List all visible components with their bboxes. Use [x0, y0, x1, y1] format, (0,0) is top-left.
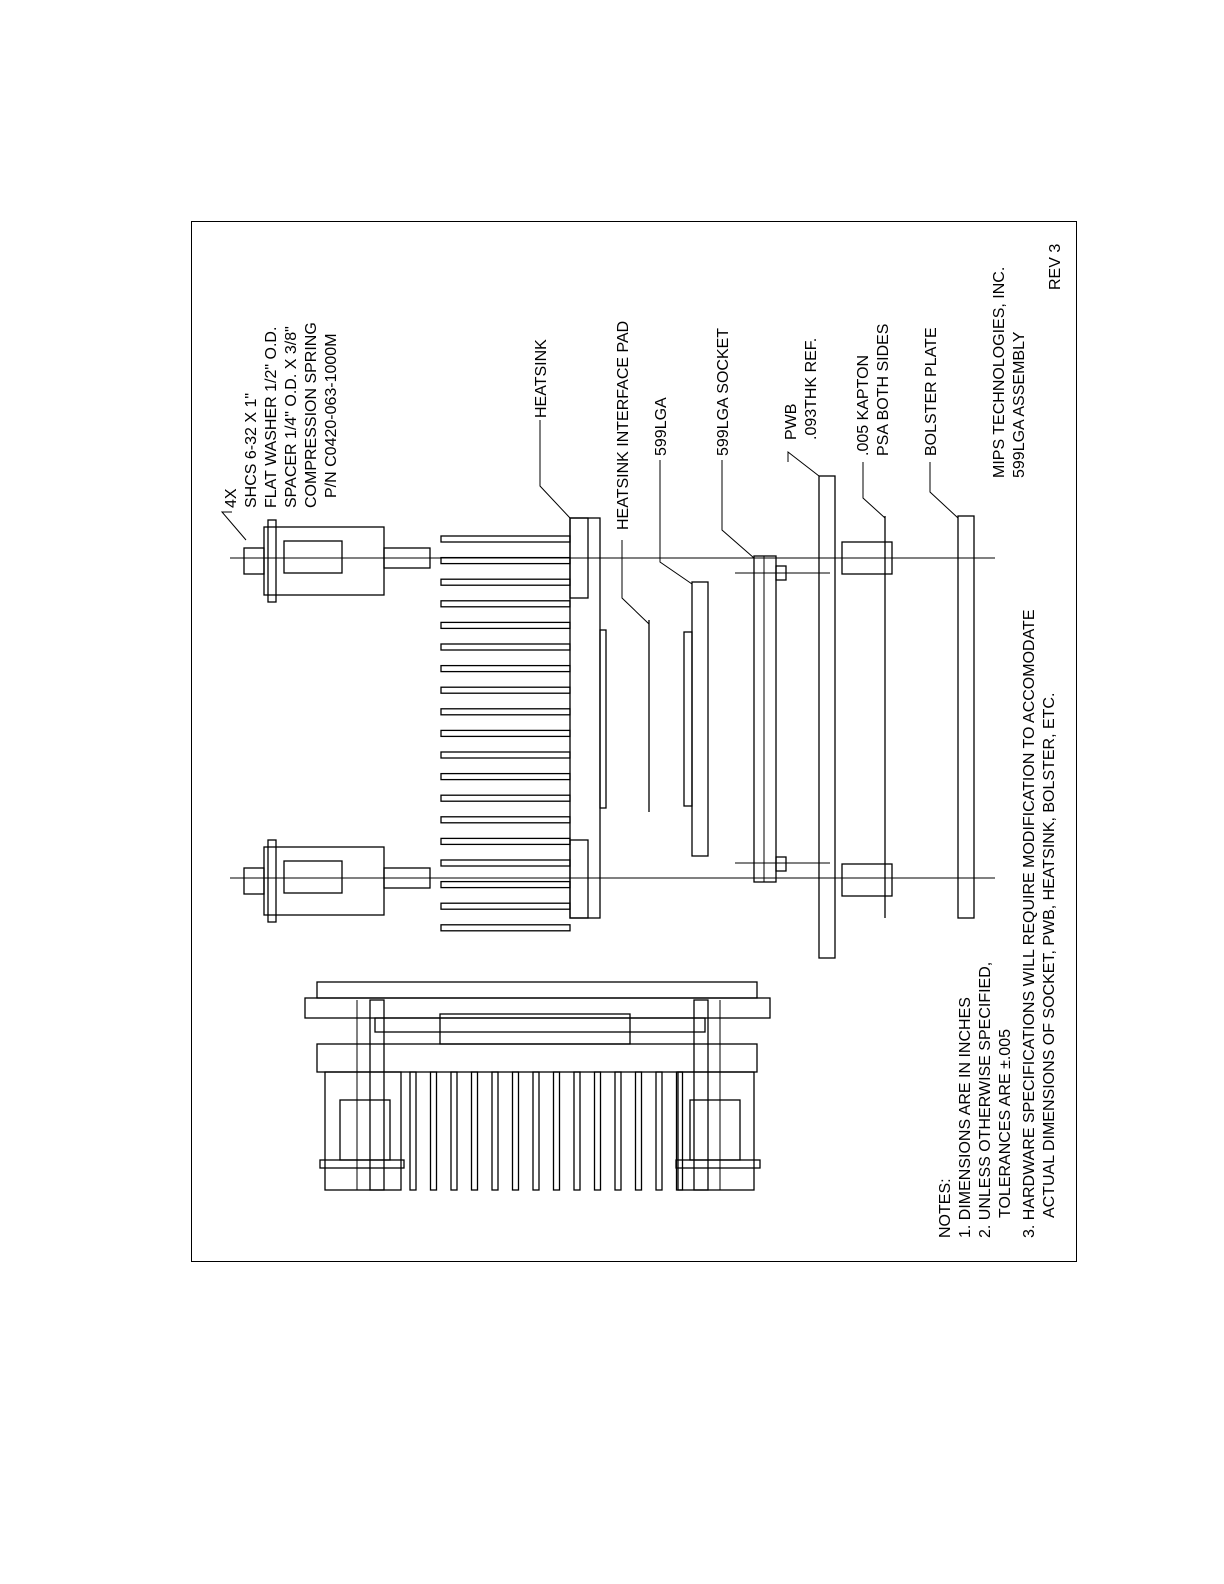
fastener-line1: SHCS 6-32 X 1"	[243, 393, 260, 508]
fastener-qty: 4X	[223, 488, 240, 508]
callout-fastener: 4X SHCS 6-32 X 1" FLAT WASHER 1/2" O.D. …	[223, 322, 340, 508]
assembled-heatsink-fin	[634, 1071, 643, 1191]
heatsink-fin	[440, 880, 571, 889]
notes-heading: NOTES:	[937, 1178, 954, 1238]
fastener-line3: SPACER 1/4" O.D. X 3/8"	[283, 326, 300, 508]
assembled-heatsink-fin	[532, 1071, 540, 1191]
heatsink-fin	[440, 643, 571, 651]
note-2b: TOLERANCES ARE ±.005	[997, 1029, 1014, 1218]
assembly-name: 599LGA ASSEMBLY	[1011, 331, 1028, 478]
label-lga-socket: 599LGA SOCKET	[715, 328, 732, 456]
assembled-heatsink-fin	[470, 1071, 479, 1191]
label-interface-pad: HEATSINK INTERFACE PAD	[615, 321, 632, 530]
heatsink-fin	[440, 751, 571, 759]
heatsink-fin	[440, 772, 571, 781]
heatsink-fin	[440, 794, 571, 802]
heatsink-fin	[440, 578, 571, 586]
label-lga: 599LGA	[653, 397, 670, 456]
leader-lines	[220, 420, 959, 625]
heatsink-fin	[440, 708, 571, 716]
assembled-heatsink-fin	[655, 1071, 663, 1191]
assembled-heatsink-fin	[573, 1071, 581, 1191]
assembled-heatsink-fin	[450, 1071, 458, 1191]
assembled-heatsink-fin	[593, 1071, 602, 1191]
fastener-stack-top	[230, 519, 440, 603]
assembled-heatsink-fin	[552, 1071, 561, 1191]
heatsink-fin	[440, 686, 571, 694]
assembled-heatsink-fin	[511, 1071, 520, 1191]
fastener-stack-bottom	[230, 839, 440, 923]
heatsink-fin	[440, 621, 571, 630]
heatsink-base	[569, 517, 607, 919]
heatsink-fin	[440, 664, 571, 673]
label-pwb-line1: PWB	[783, 404, 800, 440]
revision: REV 3	[1047, 244, 1064, 290]
label-heatsink: HEATSINK	[533, 339, 550, 418]
bolster-plate	[957, 515, 975, 919]
heatsink-fin	[440, 729, 571, 738]
fastener-line5: P/N C0420-063-1000M	[323, 333, 340, 498]
fastener-line4: COMPRESSION SPRING	[303, 322, 320, 508]
heatsink-fin	[440, 816, 571, 824]
label-kapton-line1: .005 KAPTON	[855, 355, 872, 456]
lga-socket	[753, 555, 787, 883]
drawing-border	[191, 221, 1077, 1262]
assembled-heatsink-fin	[409, 1071, 417, 1191]
assembled-heatsink-fin	[614, 1071, 622, 1191]
heatsink-fins	[440, 535, 571, 932]
heatsink-fin	[440, 924, 571, 932]
heatsink-fin	[440, 837, 571, 846]
note-3a: 3. HARDWARE SPECIFICATIONS WILL REQUIRE …	[1021, 609, 1038, 1238]
label-pwb-line2: .093THK REF.	[803, 338, 820, 440]
label-kapton-line2: PSA BOTH SIDES	[875, 324, 892, 456]
notes-block: NOTES: 1. DIMENSIONS ARE IN INCHES 2. UN…	[937, 609, 1058, 1238]
heatsink-fin	[440, 859, 571, 867]
assembled-heatsink-fin	[491, 1071, 499, 1191]
assembled-heatsink-fin	[429, 1071, 438, 1191]
title-block: MIPS TECHNOLOGIES, INC. 599LGA ASSEMBLY …	[991, 244, 1064, 478]
note-2a: 2. UNLESS OTHERWISE SPECIFIED,	[977, 962, 994, 1238]
lga-package	[683, 581, 709, 857]
assembled-heatsink-fin	[675, 1071, 684, 1191]
screw-centerlines	[430, 557, 995, 879]
company-name: MIPS TECHNOLOGIES, INC.	[991, 267, 1008, 478]
heatsink-fin	[440, 600, 571, 608]
assembled-view	[304, 981, 771, 1191]
fastener-line2: FLAT WASHER 1/2" O.D.	[263, 327, 280, 508]
note-1: 1. DIMENSIONS ARE IN INCHES	[957, 997, 974, 1238]
label-bolster: BOLSTER PLATE	[923, 327, 940, 456]
note-3b: ACTUAL DIMENSIONS OF SOCKET, PWB, HEATSI…	[1041, 693, 1058, 1218]
heatsink-fin	[440, 535, 571, 543]
pwb-board	[818, 475, 836, 959]
heatsink-fin	[440, 902, 571, 910]
